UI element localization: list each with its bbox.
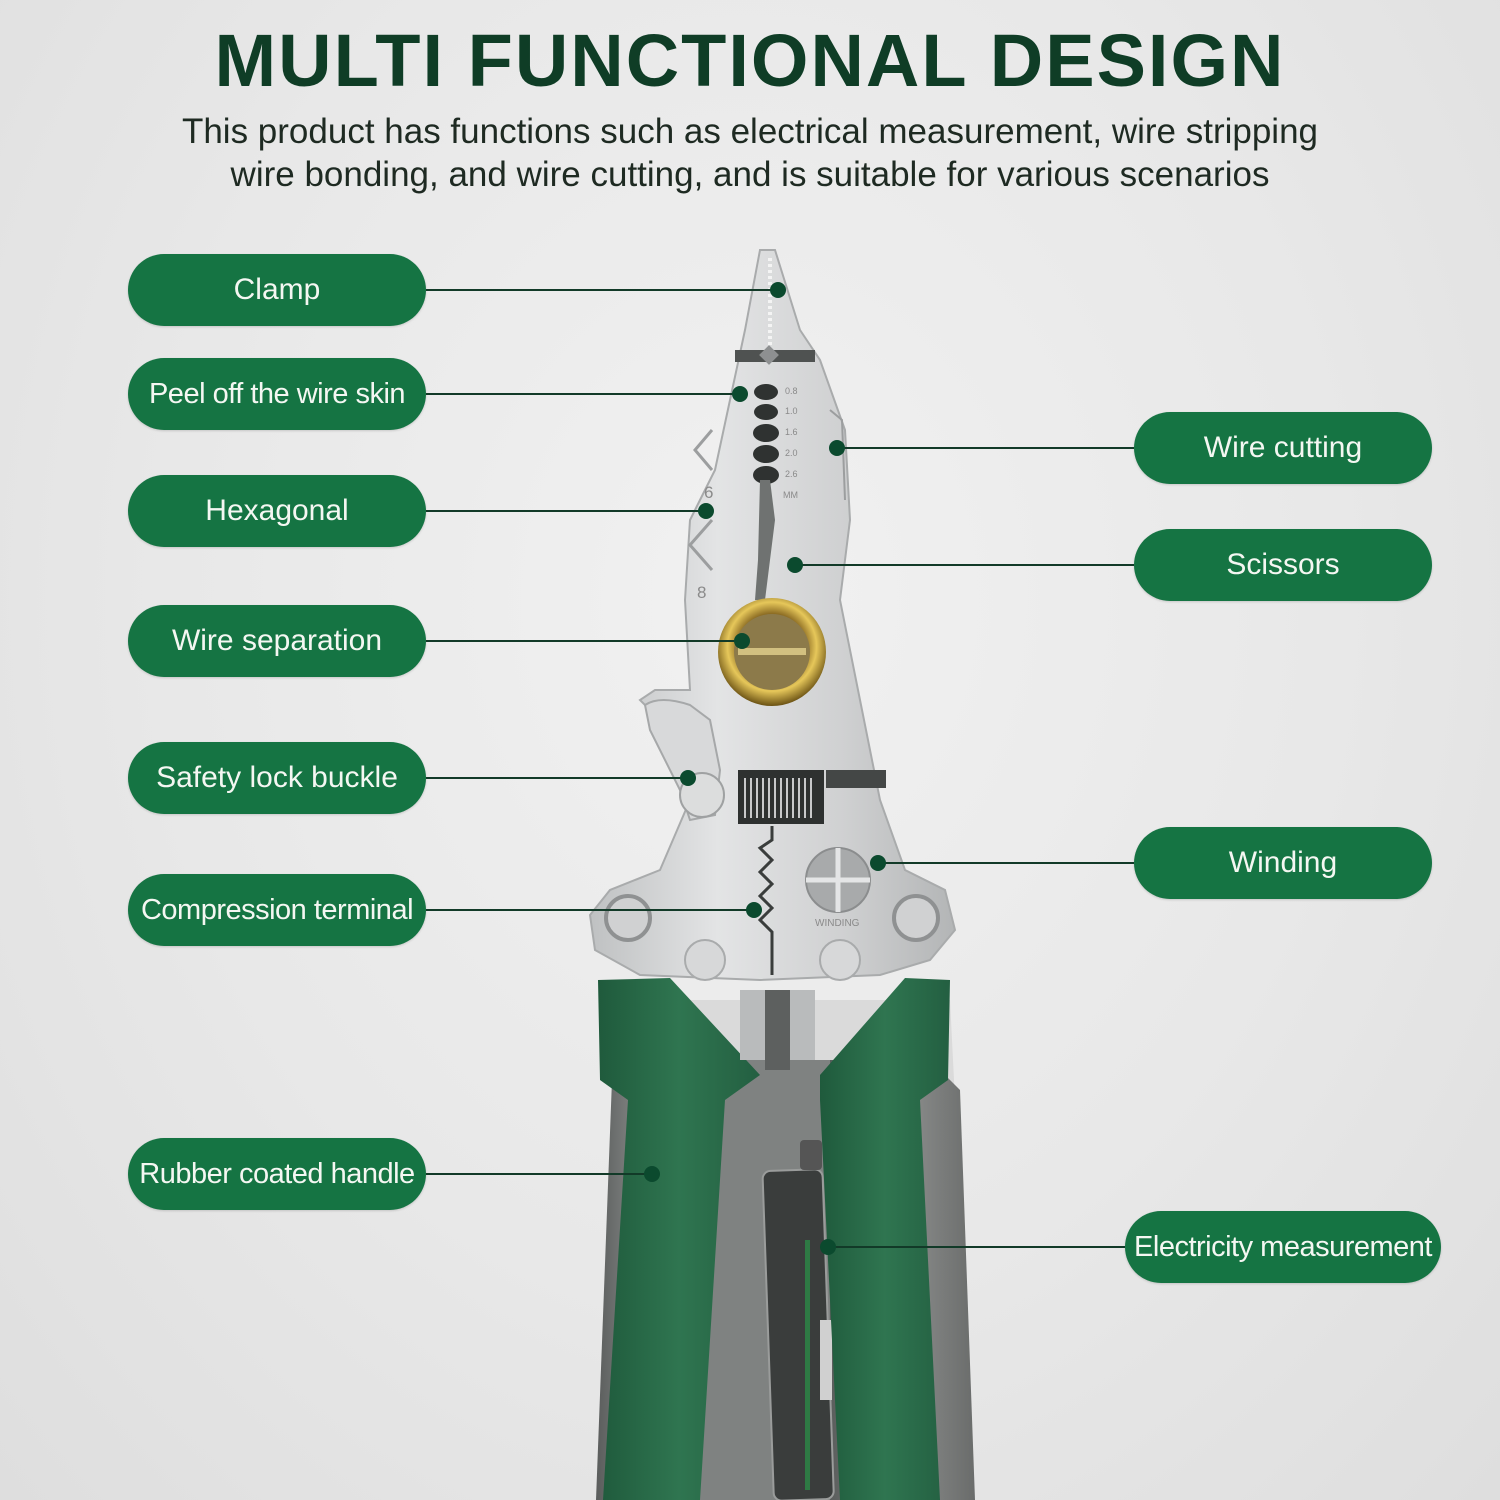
connector-line [828,1246,1125,1248]
label-clamp: Clamp [128,254,426,326]
connector-line [837,447,1134,449]
connector-line [878,862,1134,864]
winding-text: WINDING [815,918,860,929]
label-peel-wire-skin: Peel off the wire skin [128,358,426,430]
connector-line [426,909,754,911]
page-subtitle: This product has functions such as elect… [0,110,1500,196]
connector-line [426,393,740,395]
connector-line [795,564,1134,566]
subtitle-line-1: This product has functions such as elect… [181,112,1319,151]
gauge-unit: MM [783,490,798,500]
callout-dot [820,1239,836,1255]
hex-size-6: 6 [704,483,713,502]
page-title: MULTI FUNCTIONAL DESIGN [214,19,1286,102]
callout-dot [870,855,886,871]
gauge-label: 2.0 [785,448,798,458]
hex-size-8: 8 [697,583,706,602]
label-rubber-coated-handle: Rubber coated handle [128,1138,426,1210]
connector-line [426,777,688,779]
gauge-label: 0.8 [785,386,798,396]
label-electricity-measurement: Electricity measurement [1125,1211,1441,1283]
callout-dot [680,770,696,786]
callout-dot [829,440,845,456]
connector-line [426,289,778,291]
callout-dot [698,503,714,519]
label-hexagonal: Hexagonal [128,475,426,547]
gauge-label: 1.0 [785,406,798,416]
callout-dot [770,282,786,298]
callout-dot [644,1166,660,1182]
label-wire-cutting: Wire cutting [1134,412,1432,484]
label-scissors: Scissors [1134,529,1432,601]
callout-dot [746,902,762,918]
connector-line [426,510,706,512]
label-winding: Winding [1134,827,1432,899]
connector-line [426,1173,652,1175]
callout-dot [787,557,803,573]
connector-line [426,640,742,642]
gauge-label: 2.6 [785,469,798,479]
label-compression-terminal: Compression terminal [128,874,426,946]
gauge-label: 1.6 [785,427,798,437]
callout-dot [732,386,748,402]
label-wire-separation: Wire separation [128,605,426,677]
subtitle-line-2: wire bonding, and wire cutting, and is s… [230,155,1270,194]
callout-dot [734,633,750,649]
label-safety-lock-buckle: Safety lock buckle [128,742,426,814]
